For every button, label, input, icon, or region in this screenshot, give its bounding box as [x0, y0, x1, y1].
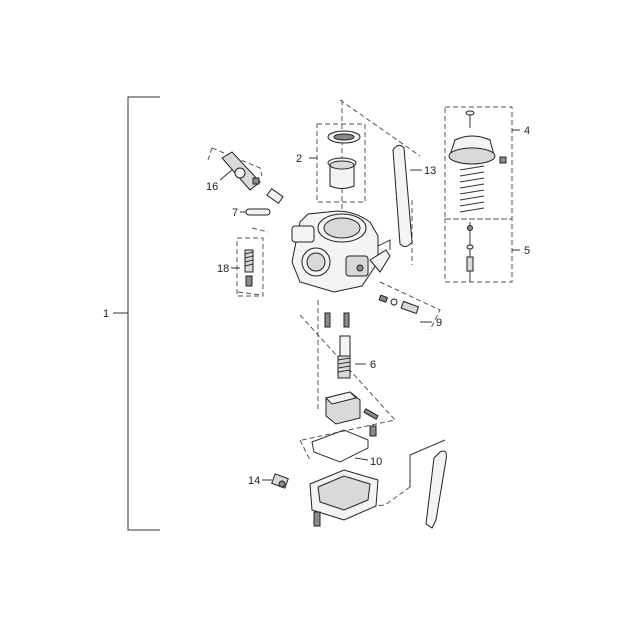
pilot-screw: [240, 208, 271, 216]
callout-9: 9: [436, 317, 442, 329]
idle-screw-group: [231, 237, 264, 297]
assembly-bracket: [113, 96, 160, 531]
callout-18: 18: [217, 263, 229, 275]
carburetor-body: [291, 210, 391, 293]
mixture-screw-group: [378, 294, 432, 323]
float-bowl: [309, 469, 379, 527]
jet-group: [324, 312, 379, 437]
top-cap-group: [444, 106, 520, 283]
callout-2: 2: [296, 153, 302, 165]
drain-hose: [409, 439, 447, 529]
callout-6: 6: [370, 359, 376, 371]
callout-10: 10: [370, 456, 382, 468]
callout-14: 14: [248, 475, 260, 487]
drain-screw: [262, 473, 289, 489]
bowl-gasket: [311, 429, 369, 463]
starter-plunger-group: [219, 151, 284, 204]
callout-13: 13: [424, 165, 436, 177]
slide-group: [309, 123, 366, 203]
callout-5: 5: [524, 245, 530, 257]
callout-4: 4: [524, 125, 530, 137]
callout-1: 1: [103, 308, 109, 320]
overflow-hose: [392, 144, 422, 248]
callout-16: 16: [206, 181, 218, 193]
callout-7: 7: [232, 207, 238, 219]
